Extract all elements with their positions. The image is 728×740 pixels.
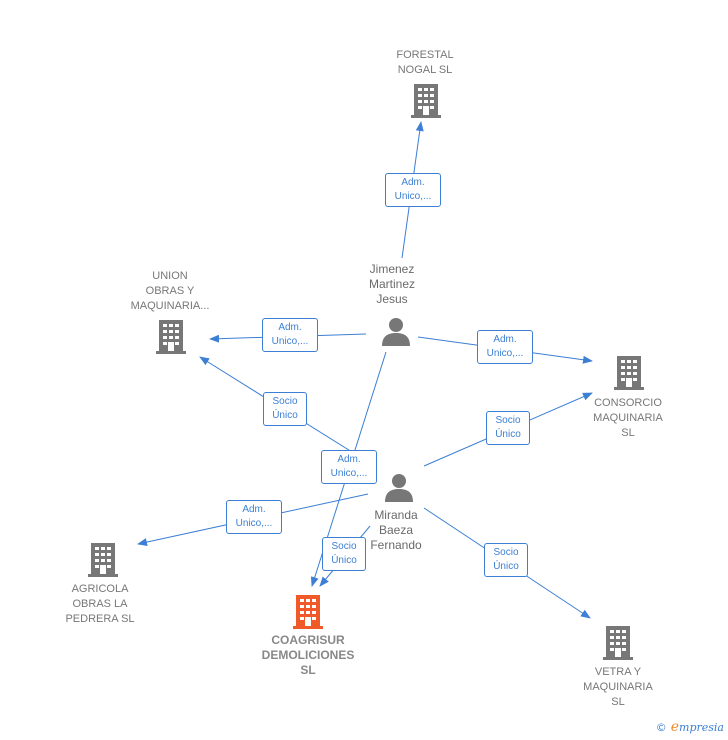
- edge-label-jimenez-coagrisur[interactable]: Adm. Unico,...: [321, 450, 377, 484]
- building-icon[interactable]: [156, 320, 186, 354]
- edge-label-jimenez-forestal[interactable]: Adm. Unico,...: [385, 173, 441, 207]
- person-jimenez-label[interactable]: Jimenez Martinez Jesus: [368, 262, 415, 306]
- company-forestal-label[interactable]: FORESTAL NOGAL SL: [396, 49, 454, 76]
- building-icon[interactable]: [614, 356, 644, 390]
- edge-label-miranda-union[interactable]: Socio Único: [263, 392, 307, 426]
- person-miranda-label[interactable]: Miranda Baeza Fernando: [370, 508, 422, 552]
- edge-label-jimenez-consorcio[interactable]: Adm. Unico,...: [477, 330, 533, 364]
- company-coagrisur-label[interactable]: COAGRISUR DEMOLICIONES SL: [261, 633, 355, 677]
- company-consorcio-label[interactable]: CONSORCIO MAQUINARIA SL: [593, 397, 663, 439]
- brand-footer[interactable]: ©empresia: [656, 719, 724, 735]
- company-vetra-label[interactable]: VETRA Y MAQUINARIA SL: [583, 666, 653, 708]
- edge-label-miranda-consorcio[interactable]: Socio Único: [486, 411, 530, 445]
- person-icon[interactable]: [381, 316, 411, 346]
- company-union-label[interactable]: UNION OBRAS Y MAQUINARIA...: [130, 270, 210, 312]
- brand-name: mpresia: [679, 721, 724, 734]
- building-icon-main[interactable]: [293, 595, 323, 629]
- brand-initial: e: [670, 719, 680, 735]
- copyright-icon: ©: [655, 721, 667, 734]
- building-icon[interactable]: [88, 543, 118, 577]
- building-icon[interactable]: [603, 626, 633, 660]
- person-icon[interactable]: [384, 472, 414, 502]
- building-icon[interactable]: [411, 84, 441, 118]
- company-agricola-label[interactable]: AGRICOLA OBRAS LA PEDRERA SL: [65, 583, 135, 625]
- edge-label-miranda-agricola[interactable]: Adm. Unico,...: [226, 500, 282, 534]
- edge-label-miranda-vetra[interactable]: Socio Único: [484, 543, 528, 577]
- edge-label-miranda-coagrisur[interactable]: Socio Único: [322, 537, 366, 571]
- edge-label-jimenez-union[interactable]: Adm. Unico,...: [262, 318, 318, 352]
